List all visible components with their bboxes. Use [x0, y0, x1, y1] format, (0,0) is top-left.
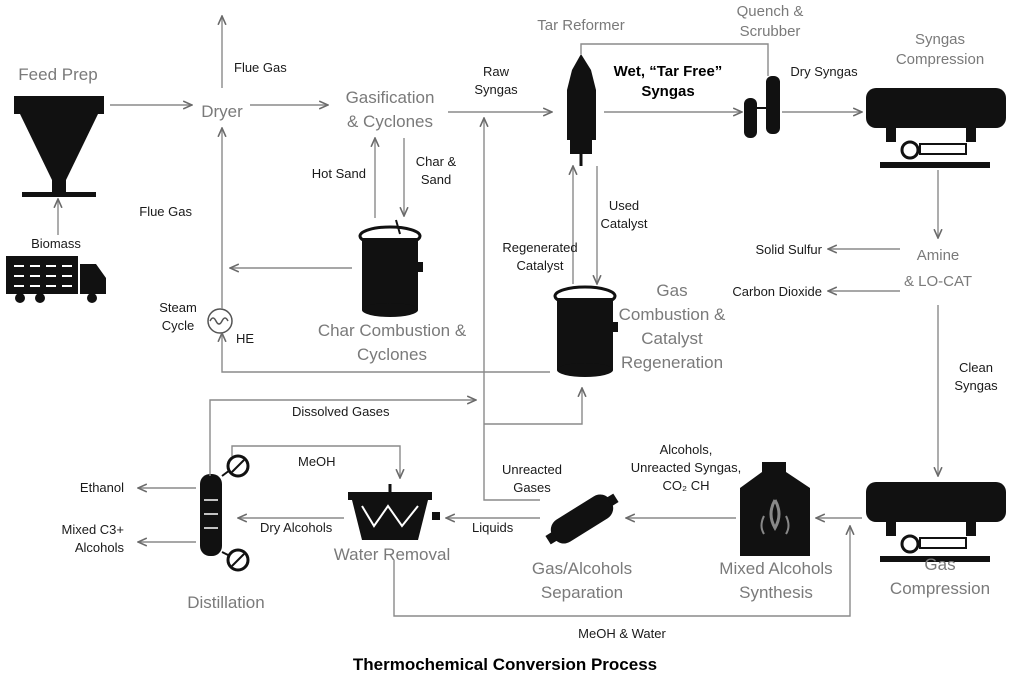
tar-reformer-label: Tar Reformer: [537, 17, 625, 34]
diagram-title: Thermochemical Conversion Process: [353, 655, 657, 674]
char-sand-label-1: Char &: [416, 154, 457, 169]
quench-scrubber-icon: [744, 76, 780, 138]
meoh-label: MeOH: [298, 454, 336, 469]
gas-compression-label-1: Gas: [924, 555, 955, 574]
flue-gas-left-label: Flue Gas: [139, 204, 192, 219]
char-combustor-vessel-icon: [358, 219, 423, 317]
syngas-compression-label-1: Syngas: [915, 31, 965, 48]
biomass-label: Biomass: [31, 236, 81, 251]
gas-compressor-icon: [866, 482, 1006, 562]
syngas-compression-label-2: Compression: [896, 51, 984, 68]
quench-label-2: Scrubber: [740, 23, 801, 40]
hot-sand-label: Hot Sand: [312, 166, 366, 181]
dissolved-gases-label: Dissolved Gases: [292, 404, 390, 419]
char-sand-label-2: Sand: [421, 172, 451, 187]
syngas-compressor-icon: [866, 88, 1006, 168]
carbon-dioxide-label: Carbon Dioxide: [732, 284, 822, 299]
gas-combustion-label-2: Combustion &: [619, 305, 726, 324]
solid-sulfur-label: Solid Sulfur: [756, 242, 823, 257]
liquids-label: Liquids: [472, 520, 514, 535]
used-catalyst-label-2: Catalyst: [601, 216, 648, 231]
char-combustion-label-2: Cyclones: [357, 345, 427, 364]
gas-combustion-label-4: Regeneration: [621, 353, 723, 372]
alcohols-stream-label-3: CO₂ CH: [663, 478, 710, 493]
gas-combustion-label-3: Catalyst: [641, 329, 703, 348]
gas-combustor-vessel-icon: [553, 285, 618, 377]
unreacted-gases-label-2: Gases: [513, 480, 551, 495]
wet-syngas-label-2: Syngas: [641, 83, 694, 100]
wet-syngas-label-1: Wet, “Tar Free”: [614, 63, 723, 80]
regenerated-catalyst-label-1: Regenerated: [502, 240, 577, 255]
used-catalyst-label-1: Used: [609, 198, 639, 213]
dryer-label: Dryer: [201, 102, 243, 121]
biomass-truck-icon: [6, 256, 106, 303]
clean-syngas-label-2: Syngas: [954, 378, 998, 393]
heat-exchanger-icon: [207, 308, 233, 334]
dry-alcohols-label: Dry Alcohols: [260, 520, 333, 535]
flow-lines: [58, 16, 938, 617]
he-label: HE: [236, 331, 254, 346]
meoh-water-label: MeOH & Water: [578, 626, 666, 641]
feed-prep-label: Feed Prep: [18, 65, 97, 84]
flue-gas-top-label: Flue Gas: [234, 60, 287, 75]
alcohols-stream-label-2: Unreacted Syngas,: [631, 460, 742, 475]
mixed-alcohols-label-2: Synthesis: [739, 583, 813, 602]
water-removal-tank-icon: [348, 484, 440, 540]
clean-syngas-label-1: Clean: [959, 360, 993, 375]
raw-syngas-label-2: Syngas: [474, 82, 518, 97]
steam-cycle-label-1: Steam: [159, 300, 197, 315]
gas-alcohols-separator-icon: [545, 493, 619, 545]
alcohols-stream-label-1: Alcohols,: [660, 442, 713, 457]
char-combustion-label-1: Char Combustion &: [318, 321, 467, 340]
mixed-c3-label-1: Mixed C3+: [62, 522, 125, 537]
gas-compression-label-2: Compression: [890, 579, 990, 598]
raw-syngas-label-1: Raw: [483, 64, 510, 79]
quench-label-1: Quench &: [737, 3, 804, 20]
distillation-column-icon: [200, 454, 250, 572]
mixed-alcohols-reactor-icon: [740, 462, 810, 556]
feed-prep-hopper-icon: [14, 96, 104, 197]
gasification-label-2: & Cyclones: [347, 112, 433, 131]
amine-label-2: & LO-CAT: [904, 273, 972, 290]
distillation-label: Distillation: [187, 593, 264, 612]
mixed-c3-label-2: Alcohols: [75, 540, 125, 555]
regenerated-catalyst-label-2: Catalyst: [517, 258, 564, 273]
separation-label-1: Gas/Alcohols: [532, 559, 632, 578]
amine-label-1: Amine: [917, 247, 960, 264]
separation-label-2: Separation: [541, 583, 623, 602]
tar-reformer-icon: [567, 54, 596, 166]
gas-combustion-label-1: Gas: [656, 281, 687, 300]
steam-cycle-label-2: Cycle: [162, 318, 195, 333]
water-removal-label: Water Removal: [334, 545, 451, 564]
dry-syngas-label: Dry Syngas: [790, 64, 858, 79]
gasification-label-1: Gasification: [346, 88, 435, 107]
ethanol-label: Ethanol: [80, 480, 124, 495]
unreacted-gases-label-1: Unreacted: [502, 462, 562, 477]
mixed-alcohols-label-1: Mixed Alcohols: [719, 559, 832, 578]
